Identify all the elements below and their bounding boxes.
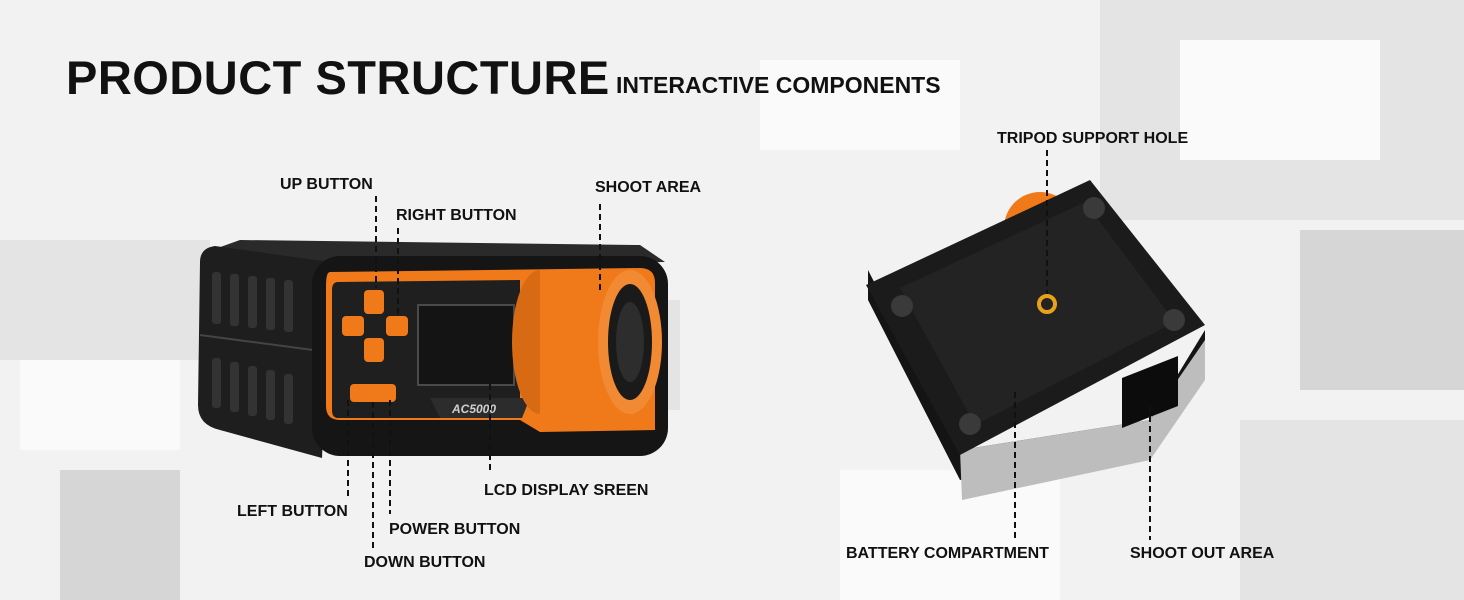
label-up-button: UP BUTTON — [280, 176, 373, 193]
page-title: PRODUCT STRUCTURE — [66, 51, 610, 104]
label-down-button: DOWN BUTTON — [364, 554, 486, 571]
background-block — [760, 60, 960, 150]
background-block — [60, 470, 180, 600]
background-block — [1300, 230, 1464, 390]
label-power-button: POWER BUTTON — [389, 521, 521, 538]
front-device-image: AC5000 — [198, 240, 668, 458]
label-left-button: LEFT BUTTON — [237, 503, 348, 520]
background-block — [1240, 420, 1464, 600]
background-block — [1180, 40, 1380, 160]
background-block — [20, 360, 180, 450]
leader-lines — [347, 150, 1151, 548]
label-battery-compartment: BATTERY COMPARTMENT — [846, 545, 1049, 562]
model-label: AC5000 — [451, 402, 496, 416]
label-lcd-display: LCD DISPLAY SREEN — [484, 482, 649, 499]
bottom-device-image — [866, 180, 1205, 500]
background-block — [0, 240, 210, 360]
page-subtitle: INTERACTIVE COMPONENTS — [616, 72, 941, 98]
label-tripod-hole: TRIPOD SUPPORT HOLE — [997, 130, 1189, 147]
label-shoot-area: SHOOT AREA — [595, 179, 702, 196]
background-block — [840, 470, 1060, 600]
label-shoot-out-area: SHOOT OUT AREA — [1130, 545, 1275, 562]
label-right-button: RIGHT BUTTON — [396, 207, 517, 224]
